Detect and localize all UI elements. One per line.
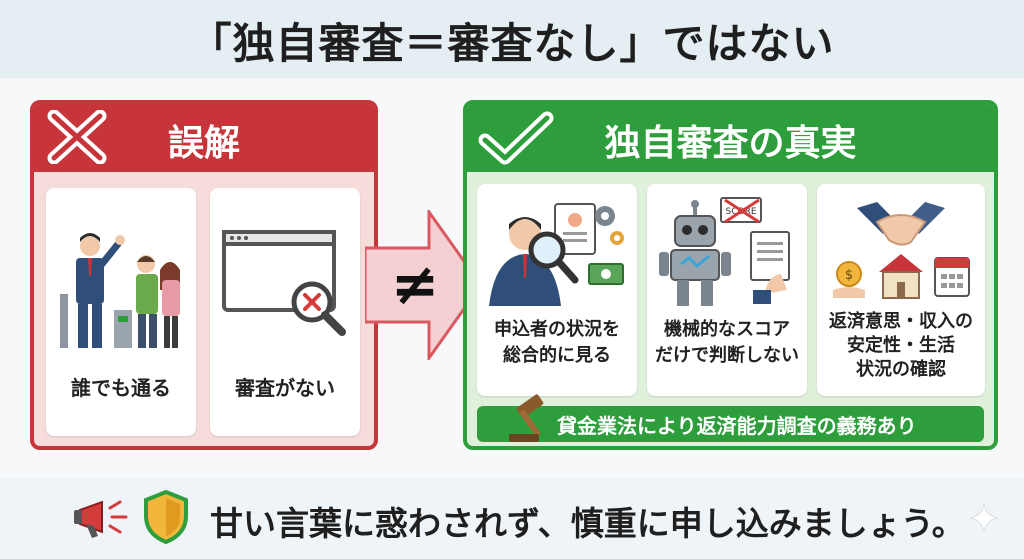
sparkle-icon (969, 503, 999, 533)
misconception-title: 誤解 (167, 123, 240, 164)
card-label-holistic-1: 申込者の状況を (494, 319, 620, 340)
title-band (0, 0, 1024, 78)
empty-window-search-icon (222, 230, 346, 336)
gavel-icon (509, 394, 544, 442)
cross-icon (47, 110, 107, 164)
card-label-none: 審査がない (235, 376, 335, 400)
robot-score-icon: SCORE (659, 197, 790, 306)
card-label-holistic-2: 総合的に見る (503, 345, 611, 366)
card-label-repay-3: 状況の確認 (856, 359, 946, 380)
misconception-header: 誤解 (34, 104, 374, 172)
page-title: 「独自審査＝審査なし」ではない (189, 19, 835, 68)
card-not-score-only: SCORE 機械的なスコア だけで判断しない (647, 184, 807, 396)
card-holistic-review: 申込者の状況を 総合的に見る (477, 184, 637, 396)
truth-header: 独自審査の真実 (467, 104, 994, 172)
legal-duty-banner: 貸金業法により返済能力調査の義務あり (477, 394, 984, 442)
gate-people-icon (60, 233, 180, 348)
card-anyone-passes: 誰でも通る (46, 188, 196, 436)
card-label-score-2: だけで判断しない (655, 345, 799, 366)
card-label-repay-1: 返済意思・収入の (829, 311, 973, 332)
examiner-magnifier-icon (489, 203, 624, 306)
handshake-house-icon: $ (833, 202, 970, 299)
card-label-anyone: 誰でも通る (71, 376, 171, 400)
truth-panel: 独自審査の真実 申込者の状況を 総合的に見る SCORE (463, 100, 998, 450)
check-icon (478, 111, 554, 165)
truth-title: 独自審査の真実 (604, 123, 857, 164)
megaphone-icon (74, 500, 128, 538)
card-label-score-1: 機械的なスコア (664, 319, 790, 340)
svg-text:$: $ (845, 268, 853, 283)
not-equal-symbol: ≠ (390, 250, 440, 318)
footer-message: 甘い言葉に惑わされず、慎重に申し込みましょう。 (210, 504, 965, 543)
card-label-repay-2: 安定性・生活 (847, 335, 955, 356)
card-no-screening: 審査がない (210, 188, 360, 436)
card-repayment-check: $ 返済意思・収入の 安定性・生活 状況の確認 (817, 184, 985, 396)
misconception-panel: 誤解 誰 (30, 100, 378, 450)
legal-duty-text: 貸金業法により返済能力調査の義務あり (557, 414, 917, 438)
not-equal-arrow (365, 210, 483, 360)
shield-icon (144, 490, 188, 544)
